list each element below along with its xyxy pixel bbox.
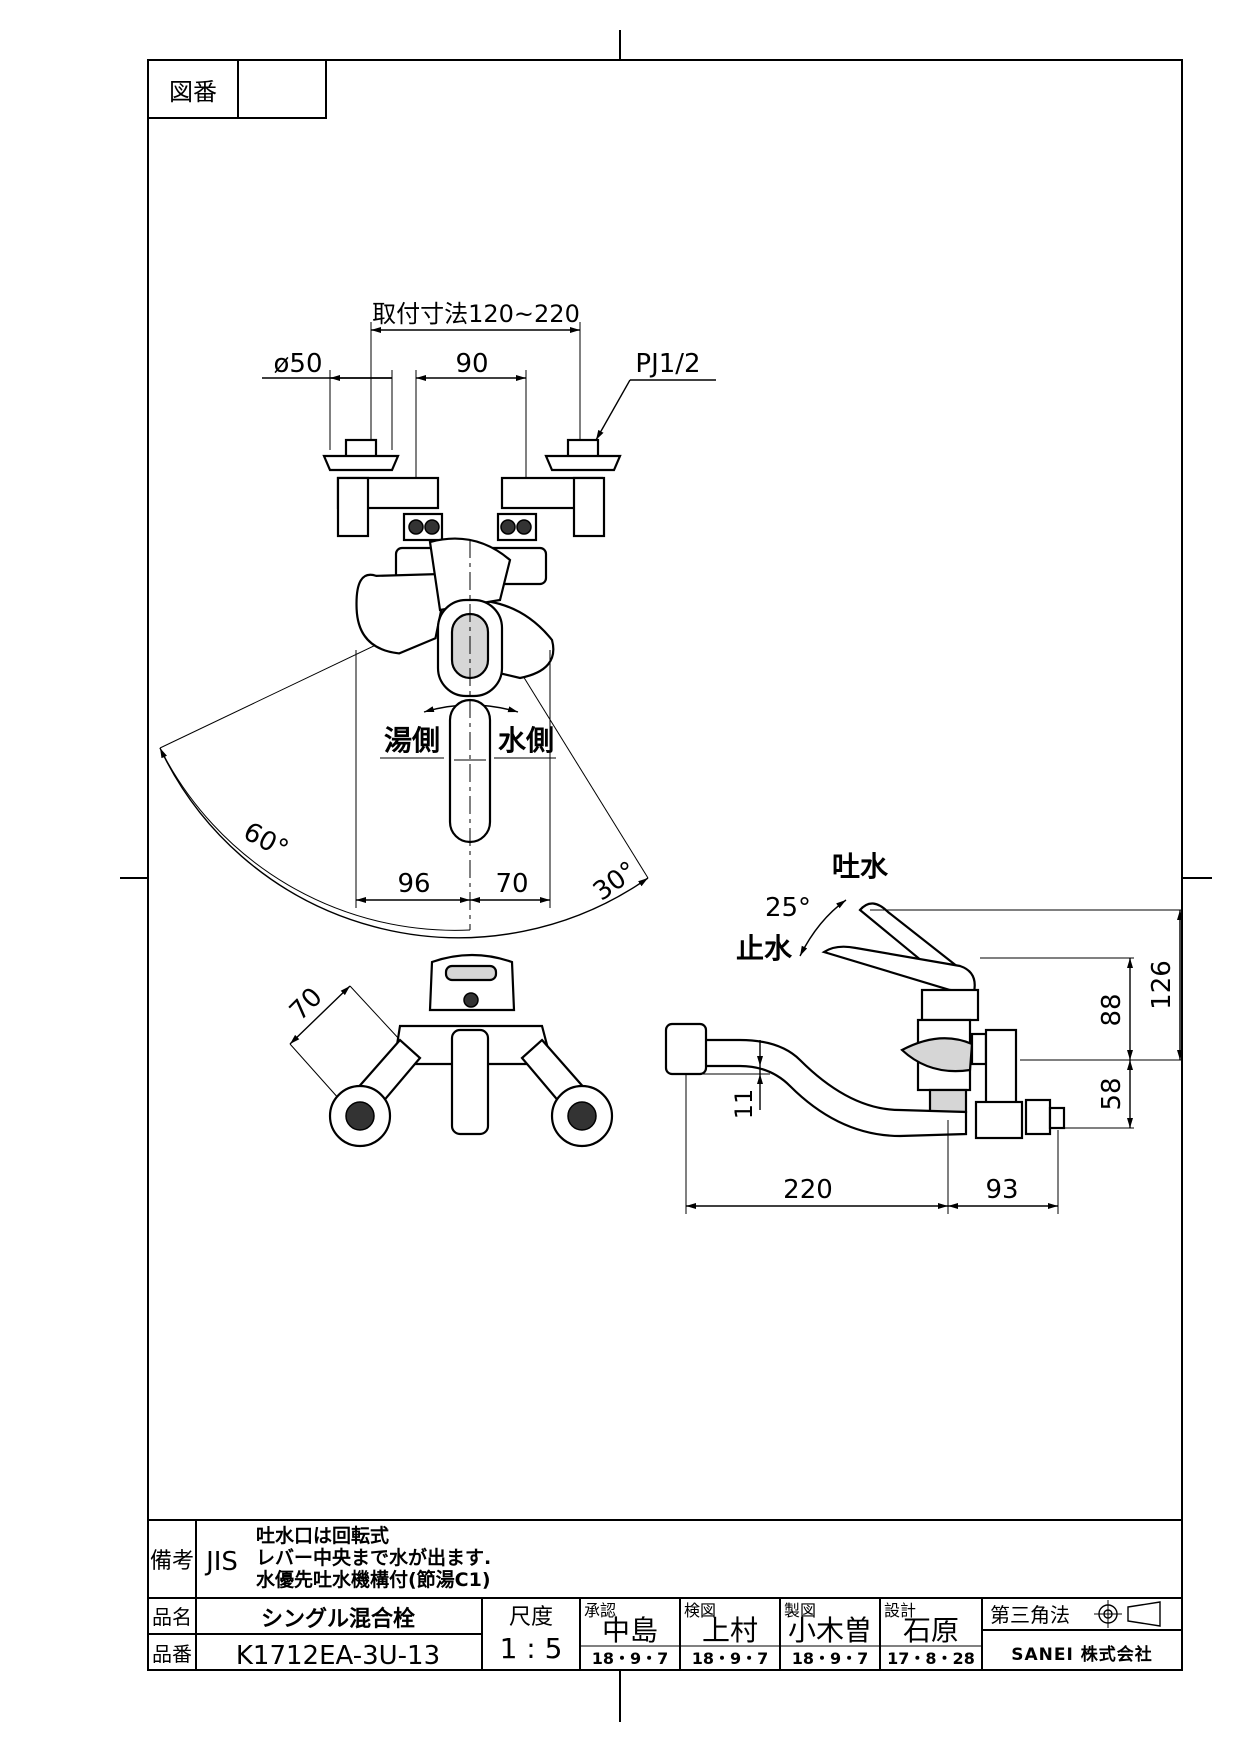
design-label: 設計 (884, 1601, 916, 1620)
drawing-number-label: 図番 (169, 78, 217, 106)
dimension-220: 220 (783, 1175, 833, 1205)
draw-name: 小木曽 (788, 1614, 872, 1647)
check-date: 18・9・7 (692, 1649, 769, 1668)
scale-label: 尺度 (509, 1605, 553, 1630)
product-name-label: 品名 (152, 1605, 192, 1629)
spout-label: 吐水 (832, 850, 889, 883)
approve-label: 承認 (584, 1601, 616, 1620)
dimension-96: 96 (397, 869, 430, 899)
design-date: 17・8・28 (887, 1649, 975, 1668)
product-number-label: 品番 (152, 1642, 192, 1666)
note-line-3: 水優先吐水機構付(節湯C1) (256, 1568, 491, 1591)
side-view: 吐水 25° 止水 126 88 58 11 (664, 850, 1183, 1214)
phi-dimension: ø50 (274, 349, 323, 379)
front-view: 取付寸法120~220 ø50 90 PJ1/2 60° 30° 湯側 水側 (159, 300, 716, 939)
angle-right: 30° (588, 856, 643, 907)
company-name: SANEI 株式会社 (1011, 1644, 1152, 1665)
sheet-border (120, 30, 1212, 1722)
bottom-dimension-70: 70 (284, 982, 329, 1027)
cold-side-label: 水側 (498, 724, 554, 757)
drawing-number-box: 図番 (147, 59, 327, 119)
note-line-2: レバー中央まで水が出ます. (256, 1546, 491, 1569)
product-number-value: K1712EA-3U-13 (236, 1641, 440, 1671)
stop-label: 止水 (736, 932, 793, 965)
design-name: 石原 (903, 1614, 959, 1647)
right-leg (496, 438, 622, 542)
dimension-88: 88 (1097, 993, 1127, 1026)
bottom-view: 70 (284, 953, 614, 1148)
title-block: 品名 シングル混合栓 品番 K1712EA-3U-13 尺度 1 : 5 承認 … (148, 1598, 1182, 1671)
check-label: 検図 (684, 1601, 716, 1620)
dimension-58: 58 (1097, 1077, 1127, 1110)
thread-spec: PJ1/2 (635, 349, 700, 379)
notes-block: 備考 JIS 吐水口は回転式 レバー中央まで水が出ます. 水優先吐水機構付(節湯… (148, 1519, 1182, 1599)
lever-angle-label: 25° (765, 893, 811, 923)
approve-date: 18・9・7 (592, 1649, 669, 1668)
approve-name: 中島 (602, 1614, 658, 1647)
notes-label: 備考 (150, 1549, 194, 1574)
dimension-11: 11 (730, 1089, 758, 1120)
draw-label: 製図 (784, 1601, 816, 1620)
dimension-70: 70 (495, 869, 528, 899)
dimension-126: 126 (1147, 960, 1177, 1010)
pitch-dimension: 90 (455, 349, 488, 379)
standard-label: JIS (204, 1547, 238, 1577)
hot-side-label: 湯側 (384, 724, 440, 757)
third-angle-projection-icon (1094, 1600, 1161, 1628)
projection-label: 第三角法 (990, 1603, 1070, 1627)
angle-left: 60° (238, 817, 293, 865)
dimension-93: 93 (985, 1175, 1018, 1205)
product-name-value: シングル混合栓 (261, 1606, 415, 1632)
mount-dimension: 取付寸法120~220 (372, 300, 580, 328)
left-leg (322, 438, 444, 542)
check-name: 上村 (702, 1614, 758, 1647)
draw-date: 18・9・7 (792, 1649, 869, 1668)
note-line-1: 吐水口は回転式 (256, 1524, 389, 1547)
scale-value: 1 : 5 (500, 1632, 563, 1665)
